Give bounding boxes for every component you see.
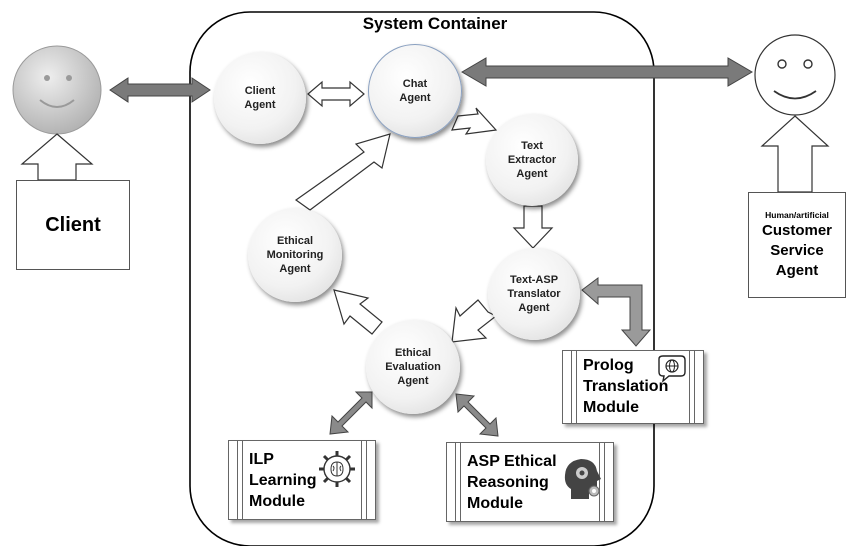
- asp-ethical-reasoning-module: ASP Ethical Reasoning Module: [446, 442, 614, 522]
- service-up-arrow: [760, 115, 830, 193]
- chat-to-service-double-arrow: [461, 57, 753, 87]
- ilp-learning-module: ILP Learning Module: [228, 440, 376, 520]
- globe-chat-icon: [658, 355, 686, 383]
- ethical-monitoring-agent-node: Ethical Monitoring Agent: [248, 208, 342, 302]
- client-box: Client: [16, 180, 130, 270]
- prolog-translation-module: Prolog Translation Module: [562, 350, 704, 424]
- system-container-border: [189, 11, 655, 546]
- extractor-to-translator-arrow: [512, 205, 554, 249]
- client-agent-node: Client Agent: [214, 52, 306, 144]
- chat-to-extractor-arrow: [451, 107, 498, 135]
- monitoring-to-chat-arrow: [294, 133, 391, 211]
- client-up-arrow: [20, 133, 94, 181]
- text-extractor-agent-node: Text Extractor Agent: [486, 114, 578, 206]
- translator-prolog-double-arrow: [581, 277, 652, 347]
- service-agent-box: Human/artificial Customer Service Agent: [748, 192, 846, 298]
- service-agent-prefix: Human/artificial: [765, 210, 829, 220]
- ilp-module-label: ILP Learning Module: [249, 451, 317, 510]
- service-agent-label: Customer Service Agent: [761, 222, 832, 279]
- client-agent-chat-agent-arrow: [307, 80, 365, 108]
- brain-gear-icon: [319, 451, 355, 487]
- prolog-module-label: Prolog Translation Module: [583, 357, 669, 416]
- head-gears-icon: [564, 459, 601, 499]
- system-container-title: System Container: [362, 14, 508, 33]
- evaluation-asp-double-arrow: [455, 393, 499, 437]
- text-asp-translator-agent-node: Text-ASP Translator Agent: [488, 248, 580, 340]
- evaluation-ilp-double-arrow: [329, 391, 373, 435]
- evaluation-to-monitoring-arrow: [333, 289, 383, 335]
- client-to-agent-double-arrow: [109, 77, 211, 103]
- chat-agent-node: Chat Agent: [368, 44, 462, 138]
- ethical-evaluation-agent-node: Ethical Evaluation Agent: [366, 320, 460, 414]
- asp-module-label: ASP Ethical Reasoning Module: [467, 453, 557, 512]
- service-agent-face-icon: [754, 34, 836, 116]
- client-face-icon: [12, 45, 102, 135]
